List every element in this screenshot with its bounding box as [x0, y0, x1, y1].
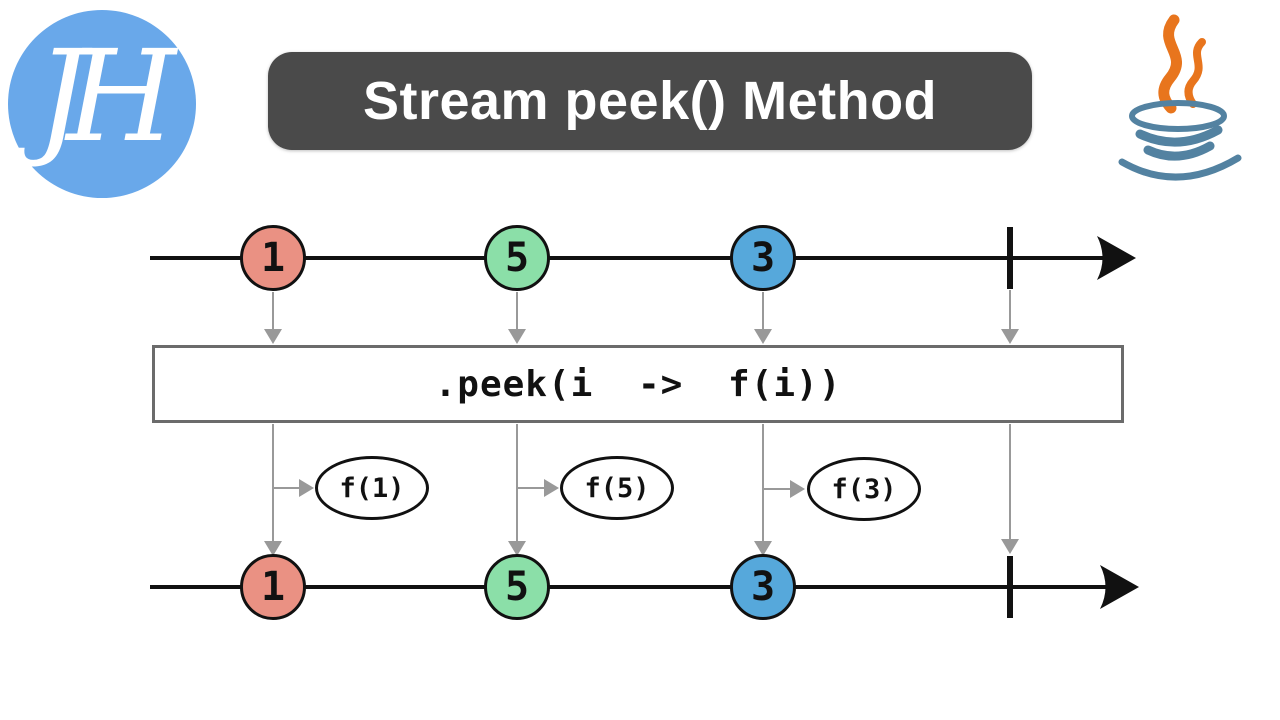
input-element-3-value: 3 [750, 235, 776, 281]
output-element-5: 5 [484, 554, 550, 620]
input-element-1: 1 [240, 225, 306, 291]
title-banner: Stream peek() Method [268, 52, 1032, 150]
peek-operation-box: .peek(i -> f(i)) [152, 345, 1124, 423]
channel-logo: JH [8, 10, 196, 198]
side-effect-f3: f(3) [807, 457, 921, 521]
output-element-1: 1 [240, 554, 306, 620]
page-title: Stream peek() Method [362, 71, 938, 131]
jh-monogram: JH [35, 22, 176, 170]
output-element-1-value: 1 [260, 564, 286, 610]
input-element-5-value: 5 [504, 235, 530, 281]
java-coffee-cup-icon [1118, 14, 1242, 181]
java-logo-icon [1112, 12, 1252, 207]
input-element-3: 3 [730, 225, 796, 291]
peek-operation-label: .peek(i -> f(i)) [434, 363, 842, 405]
side-effect-f3-label: f(3) [831, 473, 897, 505]
output-element-3-value: 3 [750, 564, 776, 610]
side-effect-f1: f(1) [315, 456, 429, 520]
side-effect-f5: f(5) [560, 456, 674, 520]
output-element-5-value: 5 [504, 564, 530, 610]
output-element-3: 3 [730, 554, 796, 620]
side-effect-f5-label: f(5) [584, 472, 650, 504]
input-element-5: 5 [484, 225, 550, 291]
input-element-1-value: 1 [260, 235, 286, 281]
side-effect-f1-label: f(1) [339, 472, 405, 504]
